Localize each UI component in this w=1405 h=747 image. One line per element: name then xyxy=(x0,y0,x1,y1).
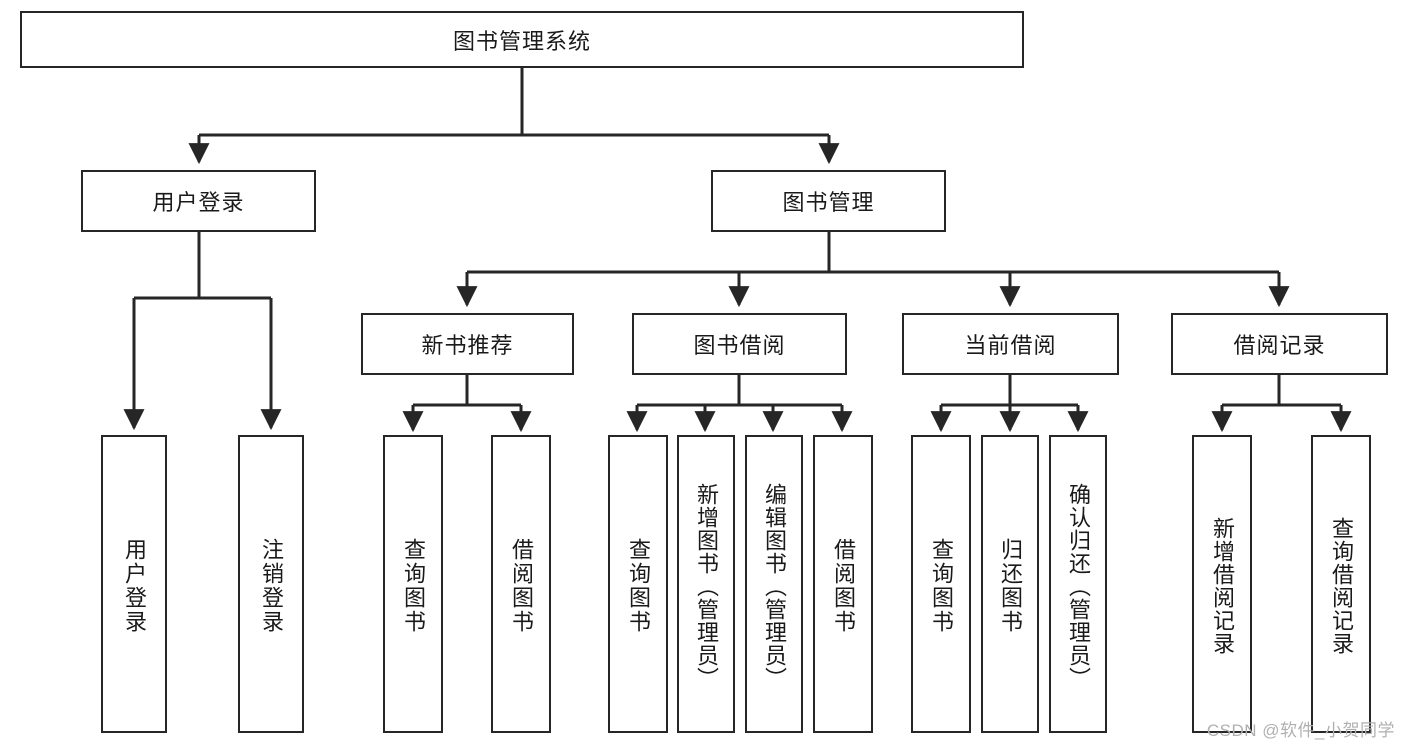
leaf-book-borrow-borrow[interactable]: 借阅图书 xyxy=(813,435,873,733)
leaf-book-borrow-edit[interactable]: 编辑图书（管理员） xyxy=(745,435,803,733)
node-label: 查询借阅记录 xyxy=(1329,517,1354,655)
leaf-new-book-borrow[interactable]: 借阅图书 xyxy=(491,435,551,733)
node-label: 编辑图书（管理员） xyxy=(762,482,787,690)
node-label: 查询图书 xyxy=(401,538,426,634)
leaf-current-borrow-return[interactable]: 归还图书 xyxy=(981,435,1039,733)
node-current-borrow[interactable]: 当前借阅 xyxy=(902,313,1119,375)
node-user-login[interactable]: 用户登录 xyxy=(81,170,316,232)
leaf-book-borrow-add[interactable]: 新增图书（管理员） xyxy=(677,435,735,733)
node-root-book-management-system[interactable]: 图书管理系统 xyxy=(20,11,1024,68)
node-label: 新增借阅记录 xyxy=(1210,517,1235,655)
node-new-book-recommend[interactable]: 新书推荐 xyxy=(361,313,574,375)
node-label: 图书借阅 xyxy=(693,333,786,358)
node-label: 查询图书 xyxy=(626,538,651,634)
leaf-borrow-record-add[interactable]: 新增借阅记录 xyxy=(1192,435,1252,733)
node-label: 借阅图书 xyxy=(831,538,856,634)
node-label: 归还图书 xyxy=(998,538,1023,634)
leaf-current-borrow-confirm-return[interactable]: 确认归还（管理员） xyxy=(1049,435,1107,733)
leaf-current-borrow-query[interactable]: 查询图书 xyxy=(911,435,971,733)
node-label: 图书管理系统 xyxy=(452,28,591,54)
node-label: 图书管理 xyxy=(782,190,875,215)
node-label: 新书推荐 xyxy=(421,333,514,358)
node-label: 新增图书（管理员） xyxy=(694,482,719,690)
leaf-borrow-record-query[interactable]: 查询借阅记录 xyxy=(1311,435,1371,733)
node-label: 用户登录 xyxy=(122,538,147,634)
node-label: 当前借阅 xyxy=(964,333,1057,358)
node-label: 借阅记录 xyxy=(1233,333,1326,358)
node-label: 确认归还（管理员） xyxy=(1066,482,1091,690)
node-label: 查询图书 xyxy=(929,538,954,634)
leaf-user-login-signin[interactable]: 用户登录 xyxy=(101,435,167,733)
leaf-user-login-signout[interactable]: 注销登录 xyxy=(238,435,304,733)
node-borrow-record[interactable]: 借阅记录 xyxy=(1171,313,1388,375)
node-label: 用户登录 xyxy=(152,190,245,215)
leaf-book-borrow-query[interactable]: 查询图书 xyxy=(608,435,668,733)
node-label: 借阅图书 xyxy=(509,538,534,634)
node-book-borrow[interactable]: 图书借阅 xyxy=(632,313,847,375)
node-book-management[interactable]: 图书管理 xyxy=(711,170,946,232)
leaf-new-book-query[interactable]: 查询图书 xyxy=(383,435,443,733)
node-label: 注销登录 xyxy=(259,538,284,634)
